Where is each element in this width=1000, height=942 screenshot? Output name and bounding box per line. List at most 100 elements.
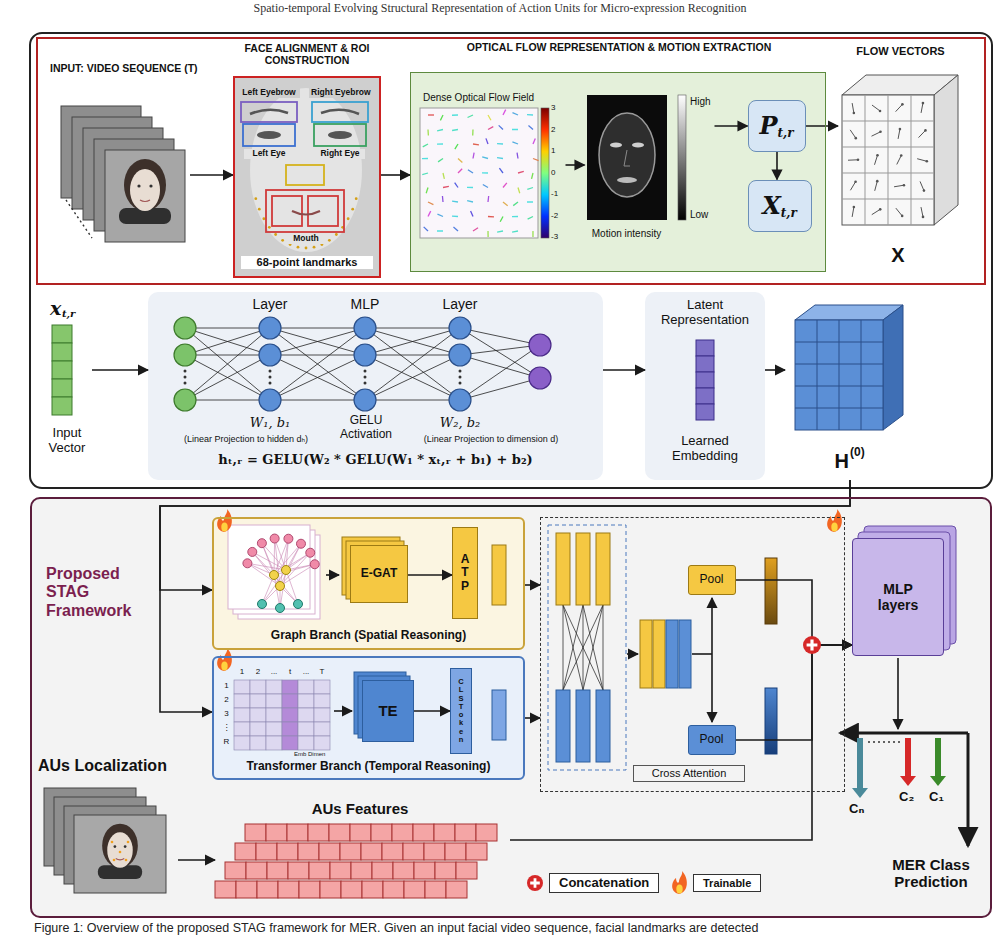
box-label: P xyxy=(759,112,777,140)
au-feature-cell xyxy=(215,881,236,898)
embedding-cell xyxy=(696,404,714,420)
plus-sign xyxy=(807,640,818,651)
au-feature-cell xyxy=(309,862,330,879)
flow-arrow-tip xyxy=(876,180,879,183)
box-label: Layer xyxy=(430,296,490,312)
weight-line xyxy=(185,355,270,356)
flow-vector xyxy=(488,115,491,120)
box-label: MLP layers xyxy=(863,581,933,613)
flow-vector xyxy=(497,231,503,232)
neuron xyxy=(174,344,196,366)
au-feature-cell xyxy=(287,824,308,841)
motion-nose xyxy=(624,150,630,166)
flow-vector xyxy=(482,172,488,173)
outer-panel xyxy=(30,33,992,488)
flow-vector xyxy=(518,171,524,173)
roi-box xyxy=(314,124,366,146)
legend-item: Trainable xyxy=(668,871,761,895)
au-localization-frames: AUs Localization xyxy=(38,785,178,897)
flow-vector-cube: FLOW VECTORSX xyxy=(838,72,963,232)
token-cell xyxy=(266,708,282,722)
hair xyxy=(102,824,138,868)
au-feature-cell xyxy=(425,881,446,898)
box-label: Latent Representation xyxy=(655,298,755,328)
box-label: W₁, b₁ xyxy=(238,416,302,431)
output-neuron xyxy=(529,334,551,356)
graph-edge xyxy=(274,553,310,575)
motion-image xyxy=(587,95,667,220)
vector-cell xyxy=(52,343,72,361)
annotation-label: High xyxy=(690,96,711,108)
flow-connector xyxy=(510,645,852,840)
token-cell xyxy=(234,736,250,750)
box-label: Graph Branch (Spatial Reasoning) xyxy=(214,629,523,643)
neuron xyxy=(259,344,281,366)
flow-vector xyxy=(487,196,489,202)
attention-link xyxy=(563,605,603,690)
weight-line xyxy=(270,400,365,401)
weight-line xyxy=(185,328,270,400)
annotation-label: Mouth xyxy=(285,234,327,244)
graph-layer xyxy=(228,525,310,609)
class-arrow-head xyxy=(852,788,868,798)
flow-vector xyxy=(437,214,443,216)
annotation-label: 2 xyxy=(551,125,555,134)
flow-arrow xyxy=(874,155,877,165)
landmark-dot xyxy=(328,239,331,242)
annotation-label: ... xyxy=(266,667,282,676)
weight-line xyxy=(270,328,365,329)
au-feature-cell xyxy=(266,824,287,841)
annotation-label: 2 xyxy=(221,695,232,704)
graph-node xyxy=(276,582,285,591)
flow-vector xyxy=(437,143,443,144)
au-feature-cell xyxy=(308,824,329,841)
flow-vector xyxy=(468,115,473,117)
grid-line xyxy=(839,320,840,430)
flow-arrow-tip xyxy=(901,215,904,218)
flow-vector xyxy=(458,159,462,163)
au-feature-cell xyxy=(246,862,267,879)
token-cell xyxy=(250,722,266,736)
flow-arrow-tip xyxy=(857,158,860,161)
au-feature-cell xyxy=(445,843,466,860)
token-cell xyxy=(282,694,298,708)
flow-vector xyxy=(473,143,479,145)
cube-side xyxy=(934,75,958,225)
panel-ground xyxy=(212,656,525,780)
annotation-label: T xyxy=(314,667,330,676)
au-feature-cell xyxy=(225,862,246,879)
motion-eye xyxy=(610,143,622,148)
graph-node xyxy=(276,604,285,613)
neuron xyxy=(449,389,471,411)
temporal-token xyxy=(576,690,590,762)
pool-box: Pool xyxy=(688,725,736,755)
flow-connector xyxy=(776,152,778,180)
lips xyxy=(292,211,320,215)
weight-line xyxy=(185,328,270,329)
flow-arrow-tip xyxy=(853,112,856,115)
annotation-label: ⋮ xyxy=(221,723,232,732)
video-frame xyxy=(105,150,185,242)
annotation-label: 1 xyxy=(234,667,250,676)
annotation-label: Right Eye xyxy=(315,149,365,159)
token-cell xyxy=(314,680,330,694)
token-cell xyxy=(298,708,314,722)
face xyxy=(107,832,133,868)
box-label: OPTICAL FLOW REPRESENTATION & MOTION EXT… xyxy=(441,41,797,53)
face xyxy=(130,169,160,211)
box-label: x xyxy=(50,298,64,320)
attention-pooling: ATP xyxy=(452,527,478,619)
annotation-label: Emb Dimen xyxy=(294,751,325,758)
attention-link xyxy=(563,605,603,690)
class-arrow-shaft xyxy=(905,738,911,777)
graph-node xyxy=(258,600,267,609)
flow-arrow-tip xyxy=(876,154,879,157)
landmark-dot xyxy=(281,239,284,242)
weight-line xyxy=(365,328,460,355)
flow-vector xyxy=(497,143,503,145)
weight-line xyxy=(185,328,270,355)
flow-arrow-tip xyxy=(901,103,904,106)
grid-line xyxy=(817,320,818,430)
annotation-label: t xyxy=(282,667,298,676)
